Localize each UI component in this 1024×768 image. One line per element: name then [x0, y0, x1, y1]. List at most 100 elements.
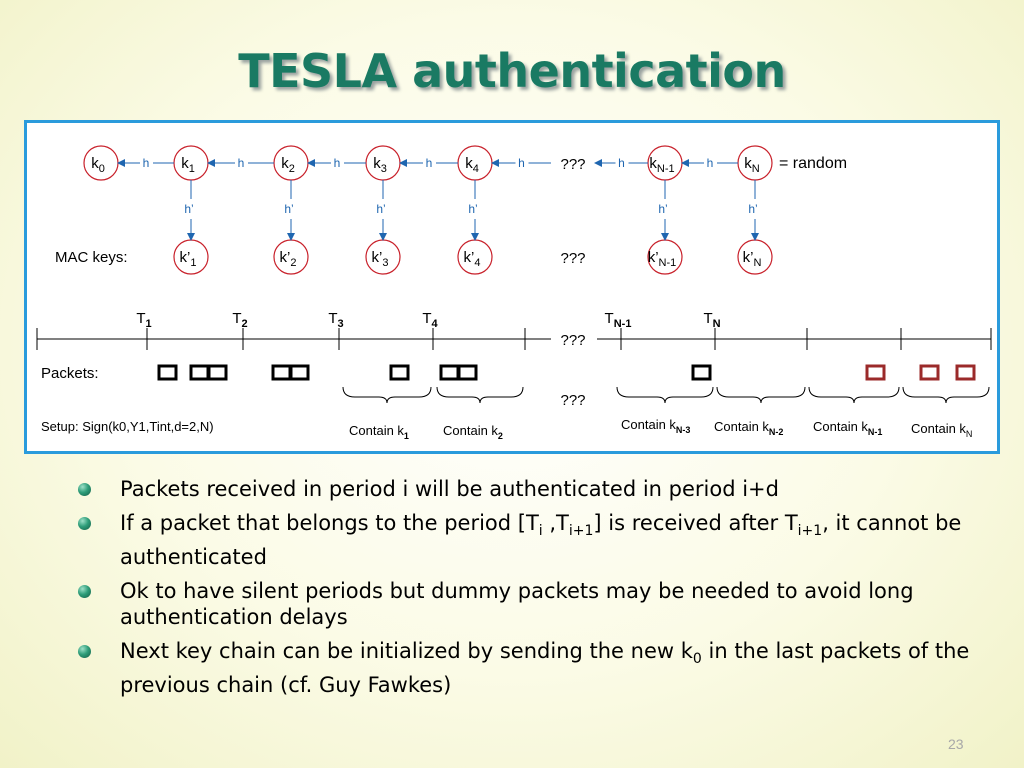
- mac-key-node-label: k’N: [743, 249, 762, 269]
- contain-label: Contain k2: [443, 423, 503, 441]
- packets-label: Packets:: [41, 365, 99, 382]
- mac-key-node-label: k’N-1: [648, 249, 677, 269]
- mac-hash-label: h’: [284, 202, 293, 216]
- page-number: 23: [948, 736, 964, 752]
- key-node-label-sub: 3: [381, 163, 387, 175]
- interval-label-base: T: [136, 310, 145, 327]
- mac-key-node-label-base: k’: [743, 249, 754, 266]
- key-node-label: k3: [373, 155, 387, 175]
- key-node-label: k2: [281, 155, 295, 175]
- mac-key-node-label: k’2: [280, 249, 297, 269]
- brace: [716, 386, 806, 404]
- key-node-label-base: k: [281, 155, 289, 172]
- mac-hash-label: h’: [658, 202, 667, 216]
- interval-label-base: T: [422, 310, 431, 327]
- bullet-icon: [78, 585, 91, 599]
- key-node-label-base: k: [465, 155, 473, 172]
- mac-key-node-label-base: k’: [372, 249, 383, 266]
- contain-label: Contain kN-1: [813, 419, 882, 437]
- interval-label-sub: N: [713, 318, 721, 330]
- mac-key-node-label-sub: 3: [382, 257, 388, 269]
- contain-label-base: Contain k: [911, 421, 966, 436]
- mac-key-node-label-base: k’: [180, 249, 191, 266]
- mac-keys-label: MAC keys:: [55, 249, 128, 266]
- unknown-mac-label: ???: [560, 250, 585, 267]
- bullet-icon: [78, 517, 91, 530]
- bullet-item: If a packet that belongs to the period […: [74, 510, 974, 570]
- mac-key-node-label-base: k’: [280, 249, 291, 266]
- bullet-text: i: [538, 523, 543, 540]
- contain-label-sub: 2: [498, 431, 503, 441]
- mac-key-node-label-sub: N-1: [659, 257, 677, 269]
- mac-key-node-label: k’1: [180, 249, 197, 269]
- bullet-item: Packets received in period i will be aut…: [74, 476, 974, 502]
- contain-label-base: Contain k: [443, 423, 498, 438]
- contain-label-sub: N-3: [676, 425, 691, 435]
- key-node-label-base: k: [649, 155, 657, 172]
- contain-label-base: Contain k: [714, 419, 769, 434]
- contain-label: Contain k1: [349, 423, 409, 441]
- key-node-label-base: k: [91, 155, 99, 172]
- hash-label: h: [707, 156, 714, 170]
- dummy-packet: [865, 364, 886, 381]
- contain-label-sub: N: [966, 429, 973, 439]
- key-node-label: kN: [744, 155, 760, 175]
- interval-label: TN-1: [605, 310, 632, 330]
- interval-label: T4: [422, 310, 438, 330]
- packet: [207, 364, 228, 381]
- contain-label-base: Contain k: [349, 423, 404, 438]
- hash-label: h: [238, 156, 245, 170]
- setup-label: Setup: Sign(k0,Y1,Tint,d=2,N): [41, 419, 214, 434]
- interval-label: T1: [136, 310, 151, 330]
- mac-key-node-label-sub: 4: [474, 257, 480, 269]
- hash-label: h: [518, 156, 525, 170]
- packet: [691, 364, 712, 381]
- hash-label: h: [426, 156, 433, 170]
- unknown-packet-label: ???: [560, 392, 585, 409]
- hash-label: h: [334, 156, 341, 170]
- key-node-label-sub: 0: [99, 163, 105, 175]
- bullet-text: 0: [692, 651, 702, 668]
- contain-label-base: Contain k: [621, 417, 676, 432]
- interval-label-sub: 3: [338, 318, 344, 330]
- packet: [389, 364, 410, 381]
- packet: [157, 364, 178, 381]
- hash-label: h: [618, 156, 625, 170]
- mac-hash-label: h’: [748, 202, 757, 216]
- slide-title: TESLA authentication: [238, 44, 786, 98]
- bullet-text: Ok to have silent periods but dummy pack…: [120, 579, 914, 630]
- bullet-text: ,T: [542, 511, 569, 535]
- bullet-text: Next key chain can be initialized by sen…: [120, 639, 693, 664]
- interval-label-sub: 1: [146, 318, 152, 330]
- interval-label-sub: 2: [242, 318, 248, 330]
- interval-label-base: T: [605, 310, 614, 327]
- packet: [189, 364, 210, 381]
- mac-key-node-label: k’4: [464, 249, 481, 269]
- key-node-label-base: k: [181, 155, 189, 172]
- interval-label-sub: 4: [432, 318, 439, 330]
- unknown-time-label: ???: [560, 332, 585, 349]
- contain-label-sub: 1: [404, 431, 409, 441]
- bullet-icon: [78, 645, 91, 659]
- contain-label: Contain kN-2: [714, 419, 783, 437]
- key-node-label-sub: N-1: [657, 163, 675, 175]
- key-node-label-sub: 2: [289, 163, 295, 175]
- dummy-packet: [919, 364, 940, 381]
- mac-hash-label: h’: [376, 202, 385, 216]
- bullet-item: Next key chain can be initialized by sen…: [74, 638, 974, 698]
- bullet-icon: [78, 483, 91, 496]
- brace: [342, 386, 432, 404]
- hash-label: h: [143, 156, 150, 170]
- unknown-key-label: ???: [560, 156, 585, 173]
- packet: [271, 364, 292, 381]
- dummy-packet: [955, 364, 976, 381]
- packet: [289, 364, 310, 381]
- brace: [902, 386, 990, 404]
- brace: [436, 386, 524, 404]
- mac-key-node-label-base: k’: [464, 249, 475, 266]
- mac-key-node-label-sub: N: [753, 257, 761, 269]
- contain-label-sub: N-1: [868, 427, 883, 437]
- bullet-text: ] is received after T: [593, 511, 798, 535]
- random-label: = random: [779, 155, 847, 172]
